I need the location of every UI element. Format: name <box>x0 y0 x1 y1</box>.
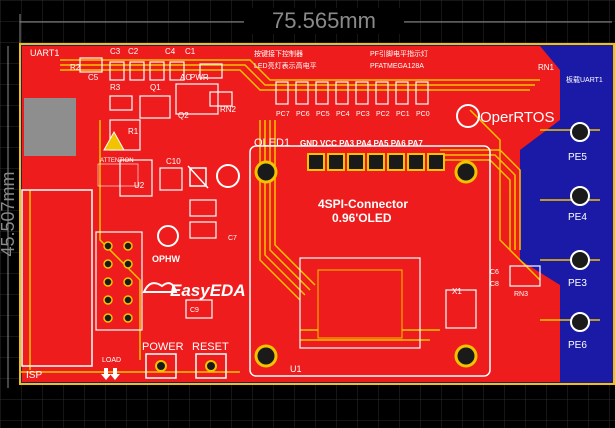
c5-label: C5 <box>88 73 99 82</box>
pe6-button[interactable]: PE6 <box>568 312 590 351</box>
cn-note-4: PFATMEGA128A <box>370 63 424 70</box>
reset-button[interactable] <box>195 353 227 379</box>
q2-label: Q2 <box>178 111 189 120</box>
c6-label: C6 <box>490 269 499 276</box>
c1-label: C1 <box>185 47 196 56</box>
q1-label: Q1 <box>150 83 161 92</box>
led-label-pc4: PC4 <box>336 111 350 118</box>
oled-footprint[interactable]: OLED1 GND VCC PA3 PA4 PA5 PA6 PA7 4SPI-C… <box>249 137 491 377</box>
height-dimension: 45.507mm <box>0 46 18 388</box>
recycle-icon <box>216 164 240 188</box>
rn1-label: RN1 <box>538 63 555 72</box>
pe4-label: PE4 <box>568 212 587 223</box>
led-label-pc2: PC2 <box>376 111 390 118</box>
c10-label: C10 <box>166 157 181 166</box>
rn2-label: RN2 <box>220 105 237 114</box>
oled-pin-labels: GND VCC PA3 PA4 PA5 PA6 PA7 <box>300 139 423 148</box>
u2-label: U2 <box>134 181 145 190</box>
rn3-label: RN3 <box>514 291 528 298</box>
isp-header-outline <box>21 189 93 367</box>
usb-connector[interactable] <box>24 98 76 156</box>
led-array <box>275 81 429 105</box>
pe3-button[interactable]: PE3 <box>568 250 590 289</box>
weee-icon <box>187 165 209 189</box>
copper-pour-bottom <box>560 70 612 382</box>
crystal: X1 <box>445 287 477 329</box>
copper-pour-top <box>22 46 560 382</box>
led-port-labels: PC7 PC6 PC5 PC4 PC3 PC2 PC1 PC0 <box>276 111 430 118</box>
power-button[interactable] <box>145 353 177 379</box>
cn-note-1: 按键接下控制器 <box>254 49 303 58</box>
cn-note-3: PF引脚电平指示灯 <box>370 49 428 58</box>
pe-buttons[interactable]: PE5 PE4 PE3 PE6 <box>568 122 590 351</box>
rtos-label: OperRTOS <box>480 109 554 126</box>
attention-label: ATTENTION <box>100 158 134 164</box>
smd-components <box>79 57 233 319</box>
ao-label: AO <box>180 73 192 82</box>
height-dimension-label: 45.507mm <box>0 171 18 256</box>
r2-label: R2 <box>70 63 81 72</box>
spi-connector-label: 4SPI-Connector <box>318 197 408 211</box>
easyeda-logo: EasyEDA <box>142 281 246 300</box>
u1-label: U1 <box>290 364 302 374</box>
load-label: LOAD <box>102 357 121 364</box>
c2-label: C2 <box>128 47 139 56</box>
uart-onboard-label: 板载UART1 <box>566 75 603 84</box>
width-dimension: 75.565mm <box>19 8 612 48</box>
pe4-button[interactable]: PE4 <box>568 186 590 223</box>
led-label-pc3: PC3 <box>356 111 370 118</box>
oled-size-label: 0.96'OLED <box>332 211 392 225</box>
isp-pin-header[interactable] <box>95 231 143 331</box>
isp-label: ISP <box>26 370 42 381</box>
esd-warning: ATTENTION <box>97 130 139 187</box>
ophw-label: OPHW <box>152 254 181 264</box>
c9-label: C9 <box>190 307 199 314</box>
power-label: POWER <box>142 341 184 353</box>
c3-label: C3 <box>110 47 121 56</box>
oled1-label: OLED1 <box>254 137 290 149</box>
pe5-label: PE5 <box>568 152 587 163</box>
reset-label: RESET <box>192 341 229 353</box>
r3-label: R3 <box>110 83 121 92</box>
mcu-chip <box>299 257 421 349</box>
led-label-pc6: PC6 <box>296 111 310 118</box>
led-label-pc7: PC7 <box>276 111 290 118</box>
led-label-pc5: PC5 <box>316 111 330 118</box>
rtos-logo: OperRTOS <box>456 104 554 128</box>
led-label-pc1: PC1 <box>396 111 410 118</box>
rn3-component: RN3 <box>509 265 541 298</box>
cn-note-2: LED亮灯表示高电平 <box>254 61 317 70</box>
x1-label: X1 <box>452 287 462 296</box>
led-label-pc0: PC0 <box>416 111 430 118</box>
c7-label: C7 <box>228 235 237 242</box>
pe3-label: PE3 <box>568 278 587 289</box>
uart-label: UART1 <box>30 48 59 58</box>
easyeda-label: EasyEDA <box>170 281 246 300</box>
pe5-button[interactable]: PE5 <box>568 122 590 163</box>
c8-label: C8 <box>490 281 499 288</box>
width-dimension-label: 75.565mm <box>272 8 376 33</box>
load-arrow-icon <box>101 368 120 380</box>
pe6-label: PE6 <box>568 340 587 351</box>
c4-label: C4 <box>165 47 176 56</box>
open-hardware-logo: OPHW <box>152 225 181 264</box>
r1-label: R1 <box>128 127 139 136</box>
